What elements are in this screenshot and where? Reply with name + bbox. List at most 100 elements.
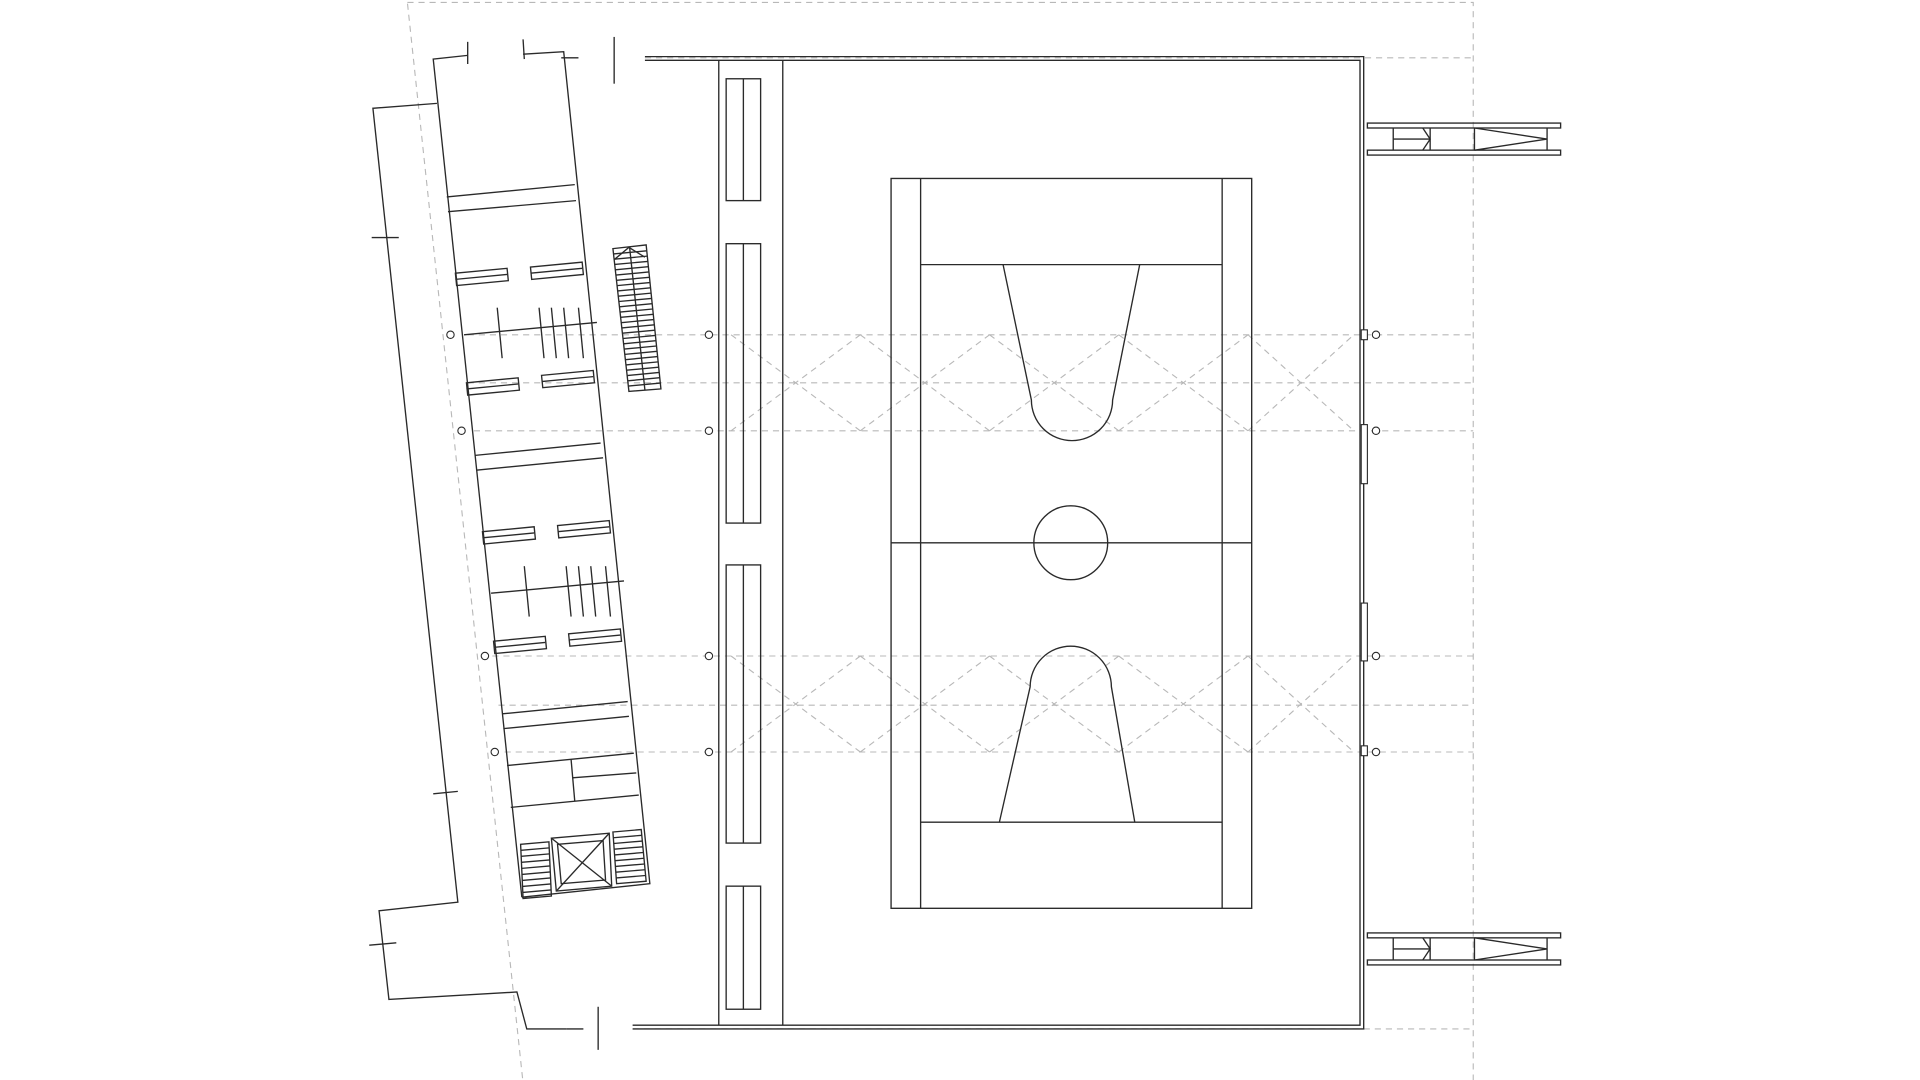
stair-tread — [617, 281, 651, 287]
shower-divider — [590, 566, 597, 617]
bridge-rail — [1366, 959, 1562, 966]
stair-tread — [522, 883, 551, 888]
arrow-icon — [1422, 127, 1431, 151]
stair-tread — [521, 871, 551, 876]
partition — [475, 442, 601, 457]
stair-tread — [628, 382, 661, 387]
stair-tread — [614, 857, 645, 862]
brace-line — [859, 334, 990, 432]
bench-divider — [541, 375, 594, 383]
brace-line — [1247, 655, 1355, 753]
shower-partition — [491, 580, 625, 594]
circulation-core — [519, 828, 647, 900]
bench-divider — [530, 267, 583, 274]
partition — [503, 715, 629, 730]
brace-line — [989, 655, 1120, 753]
brace-line — [730, 334, 861, 432]
stair-tread — [521, 853, 550, 858]
center-circle — [1033, 505, 1109, 581]
stair-tread — [613, 834, 642, 839]
partition — [502, 700, 628, 715]
roof-bracing — [730, 334, 1355, 753]
brace-line — [1118, 655, 1249, 753]
grid-column-marker — [457, 426, 466, 436]
hall-wall-top — [632, 55, 1365, 1030]
bench — [454, 267, 510, 287]
stair — [519, 841, 553, 900]
stair-tread — [625, 361, 659, 366]
bench-divider — [455, 273, 508, 281]
partition — [572, 772, 637, 779]
stair-tread — [624, 345, 657, 350]
stair-tread — [522, 889, 552, 894]
stair-tread — [619, 308, 653, 313]
door-opening — [1360, 602, 1368, 662]
bench-divider — [568, 634, 621, 641]
brace-line — [1118, 334, 1249, 432]
ramp-arrow-icon — [1474, 127, 1548, 151]
bench — [540, 369, 596, 389]
partitions — [446, 183, 639, 809]
grid-column-marker — [480, 651, 490, 661]
grid-column-marker — [1371, 651, 1381, 661]
shower-divider — [577, 307, 585, 359]
bench — [492, 635, 548, 655]
grid-column-marker — [704, 330, 714, 340]
bridge-rail — [1366, 122, 1562, 129]
annex-wall — [372, 102, 567, 1030]
stair-tread — [614, 260, 648, 266]
stair-tread — [627, 377, 660, 382]
partition — [447, 199, 577, 213]
bench — [567, 628, 623, 647]
basketball-court — [890, 177, 1253, 909]
brace-line — [989, 334, 1120, 432]
shower-divider — [550, 307, 557, 359]
stair-tread — [617, 287, 651, 292]
stair-tread — [626, 366, 659, 371]
stair-tread — [616, 874, 646, 879]
stair-tread — [621, 324, 655, 329]
door-opening — [1360, 424, 1368, 485]
changing-wing — [369, 39, 662, 1030]
bench — [529, 261, 585, 281]
stair-tread — [521, 865, 551, 870]
partition — [476, 457, 604, 471]
ramp-arrow-icon — [1474, 937, 1548, 961]
grid-column-marker — [490, 747, 500, 757]
elevator-shaft — [556, 839, 607, 885]
grid-column-marker — [704, 426, 714, 436]
elevator-cross — [555, 832, 610, 892]
stair-tread — [615, 863, 645, 868]
partition — [446, 183, 575, 198]
bench-divider — [493, 641, 546, 649]
shower-divider — [604, 566, 612, 617]
stair-tread — [522, 877, 551, 882]
wall-tick — [369, 942, 397, 946]
grid-column-marker — [1371, 426, 1381, 436]
wing-wall-right — [521, 50, 651, 898]
shower-partition — [463, 321, 597, 336]
grid-column-marker — [704, 651, 714, 661]
access-bridges — [1366, 122, 1562, 966]
brace-line — [730, 655, 861, 753]
partition — [507, 752, 634, 767]
column-marker — [1360, 745, 1368, 757]
stair-arrow — [613, 246, 646, 261]
hall-wall-inner — [632, 59, 1361, 1026]
bench-divider — [557, 526, 610, 533]
partition — [570, 759, 576, 802]
stair-tread — [615, 271, 649, 276]
bridge-rail — [1366, 932, 1562, 939]
site-boundary — [406, 1, 1474, 1080]
stair-tread — [616, 276, 650, 282]
wing-wall-left — [432, 54, 523, 898]
brace-line — [859, 655, 990, 753]
wall-tick — [433, 790, 458, 795]
stair-tread — [624, 350, 658, 356]
grid-column-marker — [1371, 747, 1381, 757]
stair-tread — [618, 297, 652, 303]
stair-tread — [619, 303, 653, 308]
stair-tread — [521, 859, 550, 864]
stair-tread — [625, 355, 658, 361]
